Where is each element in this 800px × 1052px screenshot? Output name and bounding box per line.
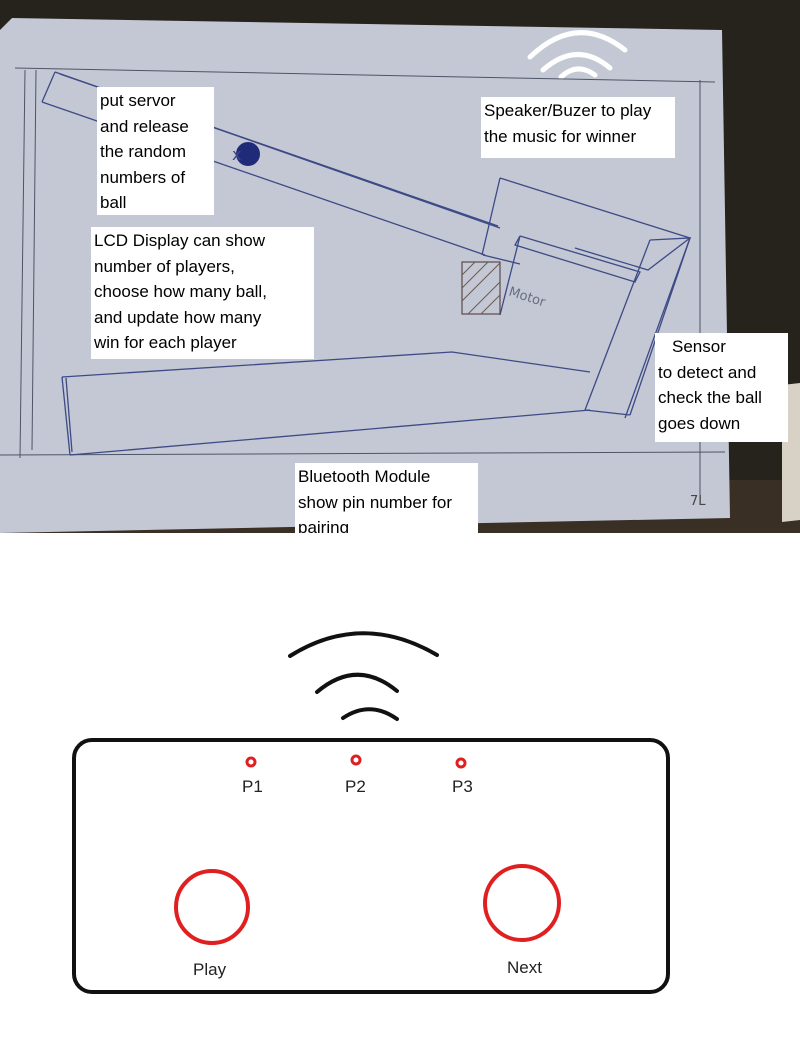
- sensor-annotation-title: Sensor: [672, 337, 726, 356]
- indicator-p1: P1: [242, 756, 263, 796]
- controller-diagram: P1 P2 P3 Play Next: [72, 631, 670, 994]
- indicator-label: P2: [345, 777, 366, 796]
- led-indicator-icon: [350, 754, 362, 766]
- ball-marker: x: [232, 145, 241, 164]
- play-button[interactable]: Play: [174, 869, 250, 979]
- corner-mark: 7L: [690, 494, 706, 509]
- round-button-icon[interactable]: [174, 869, 250, 945]
- led-indicator-icon: [245, 756, 257, 768]
- next-button[interactable]: Next: [483, 864, 561, 977]
- sensor-annotation-body: to detect and check the ball goes down: [658, 362, 762, 433]
- lcd-annotation: LCD Display can show number of players, …: [91, 227, 314, 359]
- bluetooth-annotation: Bluetooth Module show pin number for pai…: [295, 463, 478, 533]
- indicator-label: P1: [242, 777, 263, 796]
- controller-body: [72, 738, 670, 994]
- indicator-label: P3: [452, 777, 473, 796]
- servo-annotation: put servor and release the random number…: [97, 87, 214, 215]
- wireless-signal-icon: [288, 631, 439, 721]
- next-button-label: Next: [507, 958, 542, 977]
- sensor-annotation: Sensor to detect and check the ball goes …: [655, 333, 788, 442]
- speaker-wave-icon: [527, 30, 628, 80]
- led-indicator-icon: [455, 757, 467, 769]
- speaker-annotation: Speaker/Buzer to play the music for winn…: [481, 97, 675, 158]
- sketch-photo: Motor x 7L put servor and release the ra…: [0, 0, 800, 533]
- indicator-p2: P2: [345, 754, 366, 796]
- motor-block: [461, 261, 501, 315]
- ball-drawing: [236, 142, 260, 166]
- round-button-icon[interactable]: [483, 864, 561, 942]
- play-button-label: Play: [193, 960, 227, 979]
- indicator-p3: P3: [452, 757, 473, 796]
